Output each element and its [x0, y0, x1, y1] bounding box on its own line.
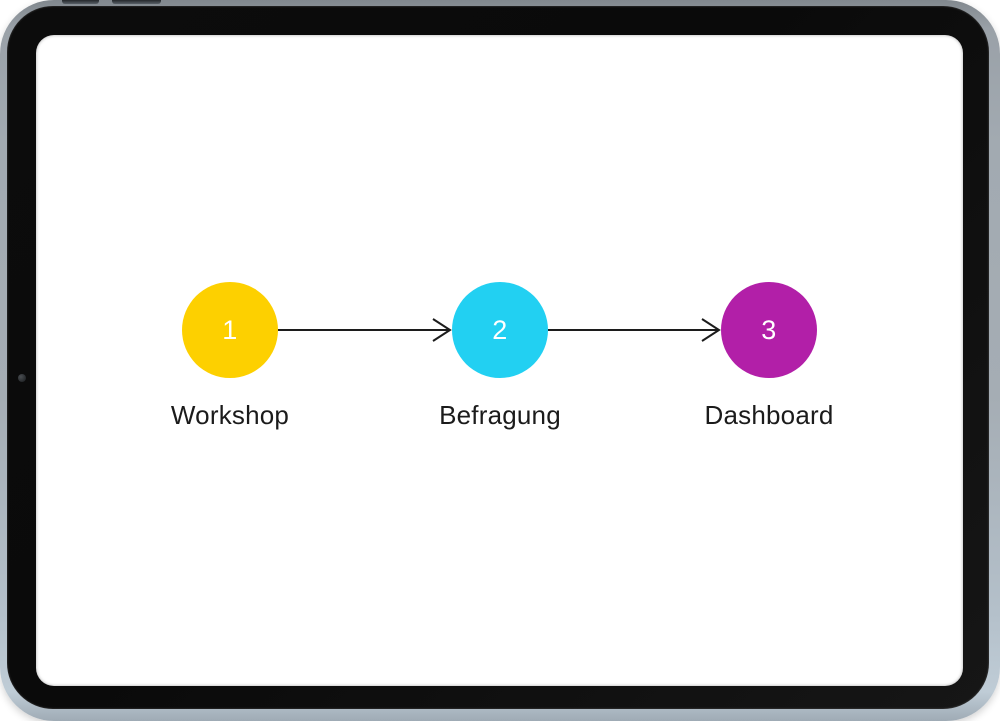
step-1-label: Workshop — [170, 400, 290, 430]
tablet-screen: 1 Workshop 2 Befragung 3 Dashboard — [36, 35, 963, 686]
tablet-bezel: 1 Workshop 2 Befragung 3 Dashboard — [7, 6, 989, 709]
step-befragung: 2 Befragung — [400, 282, 600, 431]
step-dashboard: 3 Dashboard — [669, 282, 869, 431]
right-arrow-icon — [548, 318, 721, 342]
power-button — [62, 0, 99, 4]
step-3-circle: 3 — [721, 282, 817, 378]
volume-buttons — [112, 0, 161, 4]
step-3-number: 3 — [761, 314, 777, 345]
front-camera-icon — [18, 374, 26, 382]
step-1-number: 1 — [222, 314, 238, 345]
step-1-circle: 1 — [182, 282, 278, 378]
step-2-number: 2 — [492, 314, 508, 345]
step-workshop: 1 Workshop — [130, 282, 330, 431]
flow-arrows — [278, 318, 721, 342]
right-arrow-icon — [278, 318, 452, 342]
step-3-label: Dashboard — [704, 400, 834, 430]
step-2-label: Befragung — [439, 400, 561, 430]
step-2-circle: 2 — [452, 282, 548, 378]
